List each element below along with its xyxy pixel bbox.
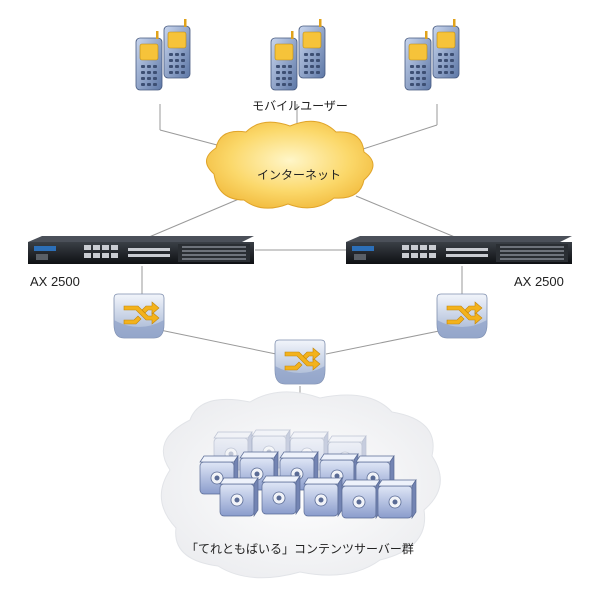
mobile-phone-icon: [432, 18, 460, 79]
ax2500-right-label: AX 2500: [514, 274, 564, 289]
mobile-phone-icon: [135, 30, 163, 91]
server-icon: [341, 479, 381, 519]
mobile-phone-icon: [298, 18, 326, 79]
network-switch-icon-right: [436, 293, 488, 339]
mobile-phone-icon: [270, 30, 298, 91]
server-icon: [303, 477, 343, 517]
mobile-phone-group-center: [270, 18, 326, 91]
internet-label: インターネット: [256, 168, 341, 182]
ax2500-left-label: AX 2500: [30, 274, 80, 289]
mobile-users-label: モバイルユーザー: [252, 99, 348, 113]
mobile-phone-group-right: [404, 18, 460, 91]
load-balancer-appliance-icon: [28, 236, 254, 264]
server-icon: [261, 475, 301, 515]
internet-cloud-icon: [206, 120, 374, 209]
mobile-phone-icon: [163, 18, 191, 79]
network-switch-icon-left: [113, 293, 165, 339]
mobile-phone-group-left: [135, 18, 191, 91]
server-icon: [377, 479, 417, 519]
network-switch-icon-center: [274, 339, 326, 385]
content-servers-label: 「てれともばいる」コンテンツサーバー群: [186, 542, 414, 556]
server-icon: [219, 477, 259, 517]
load-balancer-appliance-icon: [346, 236, 572, 264]
mobile-phone-icon: [404, 30, 432, 91]
